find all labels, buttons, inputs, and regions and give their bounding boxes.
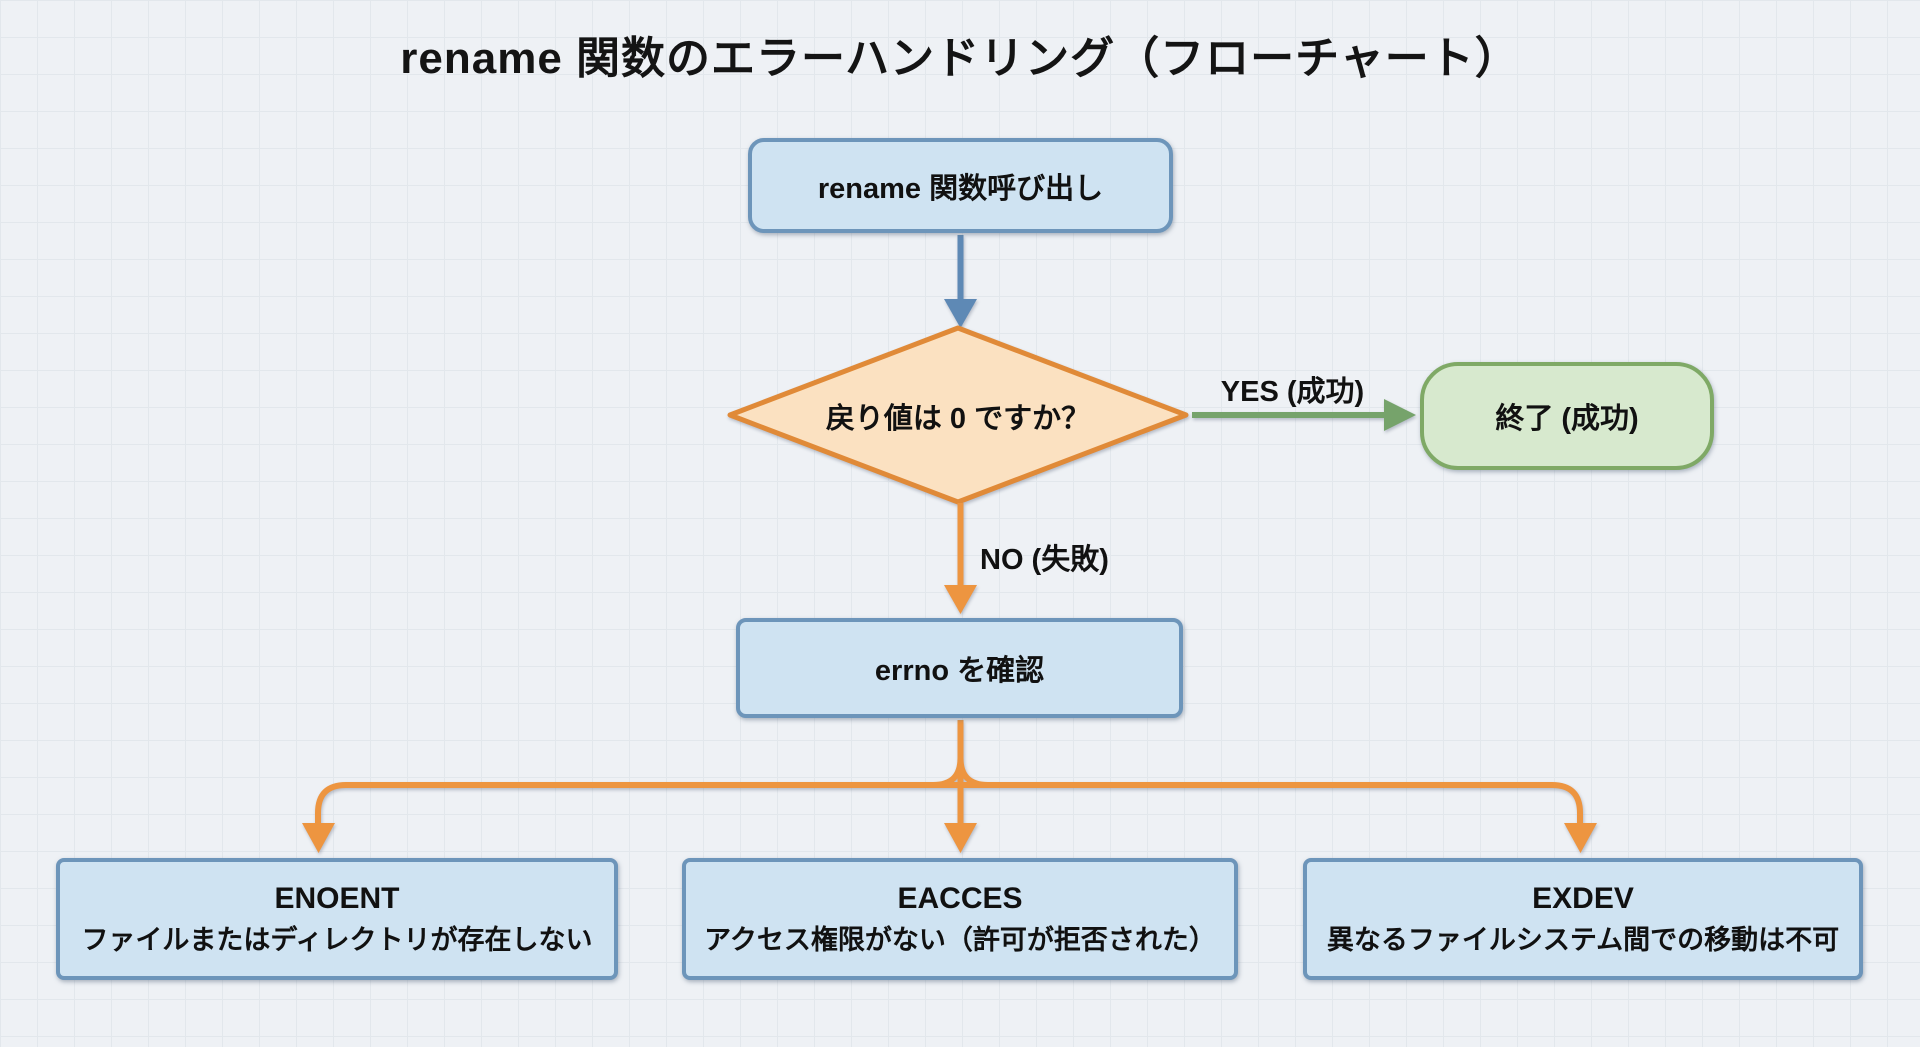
node-success-label: 終了 (成功) — [1495, 403, 1639, 435]
diagram-title: rename 関数のエラーハンドリング（フローチャート） — [400, 34, 1520, 83]
edge-label-yes: YES (成功) — [1220, 376, 1365, 408]
node-success: 終了 (成功) — [1420, 362, 1714, 470]
eacces-description: アクセス権限がない（許可が拒否された） — [704, 925, 1216, 955]
node-decision-label: 戻り値は 0 ですか？ — [825, 403, 1091, 435]
eacces-code: EACCES — [897, 882, 1023, 915]
node-start-label: rename 関数呼び出し — [817, 172, 1104, 205]
node-check-errno: errno を確認 — [736, 618, 1183, 718]
node-enoent: ENOENT ファイルまたはディレクトリが存在しない — [56, 858, 618, 980]
exdev-description: 異なるファイルシステム間での移動は不可 — [1326, 925, 1840, 955]
edge-label-no: NO (失敗) — [980, 544, 1109, 576]
exdev-code: EXDEV — [1532, 882, 1634, 915]
arrow-start-to-decision — [944, 235, 977, 328]
node-check-errno-label: errno を確認 — [874, 655, 1045, 687]
arrow-decision-to-errno — [944, 503, 977, 614]
decision-diamond-shape — [727, 325, 1189, 505]
node-exdev: EXDEV 異なるファイルシステム間での移動は不可 — [1303, 858, 1863, 980]
arrow-decision-to-success — [1192, 399, 1416, 431]
enoent-description: ファイルまたはディレクトリが存在しない — [81, 925, 593, 955]
enoent-code: ENOENT — [274, 882, 400, 915]
branch-connectors — [302, 720, 1597, 853]
node-eacces: EACCES アクセス権限がない（許可が拒否された） — [682, 858, 1238, 980]
node-start: rename 関数呼び出し — [748, 138, 1173, 233]
